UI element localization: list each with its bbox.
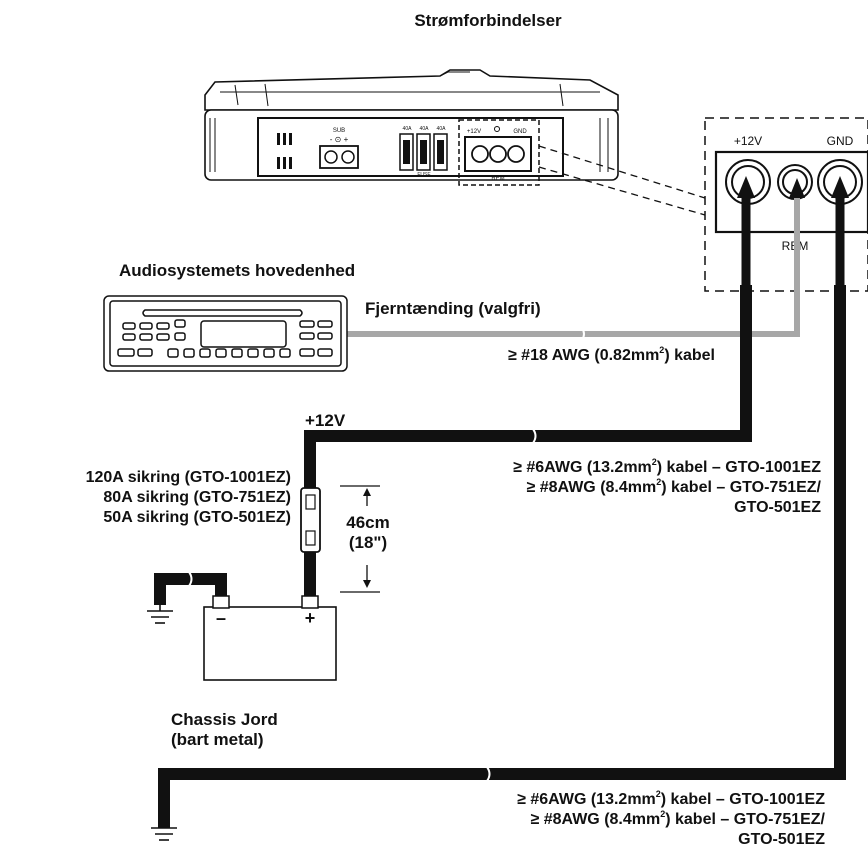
svg-text:FUSE: FUSE (417, 172, 431, 178)
battery-minus: – (216, 608, 226, 628)
fuse-block: 40A 40A 40A FUSE (399, 126, 448, 178)
remote-wire-spec: ≥ #18 AWG (0.82mm2) kabel (508, 345, 715, 364)
svg-text:+12V: +12V (467, 129, 481, 135)
amp-vents (277, 133, 292, 169)
svg-text:40A: 40A (437, 126, 447, 132)
power-arrow-icon (737, 176, 755, 198)
remote-wire-label: Fjerntænding (valgfri) (365, 299, 541, 318)
zoom-callout-lines (538, 145, 706, 216)
amp-power-terminal: +12V GND REM (458, 119, 540, 186)
chassis-ground-icon (147, 605, 173, 624)
distance-cm: 46cm (346, 513, 389, 532)
power-voltage-label: +12V (305, 411, 346, 430)
remote-wire (346, 280, 800, 337)
terminal-zoom: +12V GND REM (704, 117, 868, 292)
svg-text:GND: GND (827, 134, 854, 148)
power-wire-spec-3: GTO-501EZ (734, 499, 821, 516)
fuse-spec-3: 50A sikring (GTO-501EZ) (103, 509, 291, 526)
chassis-label-1: Chassis Jord (171, 710, 278, 729)
ground-wire (158, 285, 846, 828)
battery-ground-break (188, 571, 193, 587)
diagram-title: Strømforbindelser (414, 11, 562, 30)
ground-arrow-icon (831, 176, 849, 198)
svg-text:+12V: +12V (734, 134, 762, 148)
ground-wire-spec-2: ≥ #8AWG (8.4mm2) kabel – GTO-751EZ/ (531, 809, 826, 828)
wire-break-marks (486, 327, 585, 782)
svg-text:40A: 40A (403, 126, 413, 132)
fuse-spec-1: 120A sikring (GTO-1001EZ) (86, 469, 291, 486)
svg-text:40A: 40A (420, 126, 430, 132)
ground-wire-spec-3: GTO-501EZ (738, 831, 825, 848)
distance-in: (18") (349, 533, 387, 552)
head-unit-label: Audiosystemets hovedenhed (119, 261, 355, 280)
svg-text:REM: REM (491, 176, 504, 182)
ground-wire-spec-1: ≥ #6AWG (13.2mm2) kabel – GTO-1001EZ (517, 789, 825, 808)
battery (203, 595, 337, 681)
distance-down-arrow-icon (363, 580, 371, 588)
battery-plus: + (305, 608, 316, 628)
head-unit (103, 295, 348, 372)
svg-text:GND: GND (513, 129, 527, 135)
svg-text:- ⊙ +: - ⊙ + (330, 135, 349, 144)
chassis-label-2: (bart metal) (171, 730, 264, 749)
ground-icon (151, 827, 177, 841)
distance-up-arrow-icon (363, 488, 371, 496)
inline-fuse-holder (300, 487, 321, 553)
svg-text:SUB: SUB (333, 128, 345, 134)
power-wire-spec-1: ≥ #6AWG (13.2mm2) kabel – GTO-1001EZ (513, 457, 821, 476)
sub-output-connector: SUB - ⊙ + (319, 128, 359, 169)
fuse-spec-2: 80A sikring (GTO-751EZ) (103, 489, 291, 506)
power-wire-spec-2: ≥ #8AWG (8.4mm2) kabel – GTO-751EZ/ (527, 477, 822, 496)
remote-arrow-icon (789, 178, 805, 198)
